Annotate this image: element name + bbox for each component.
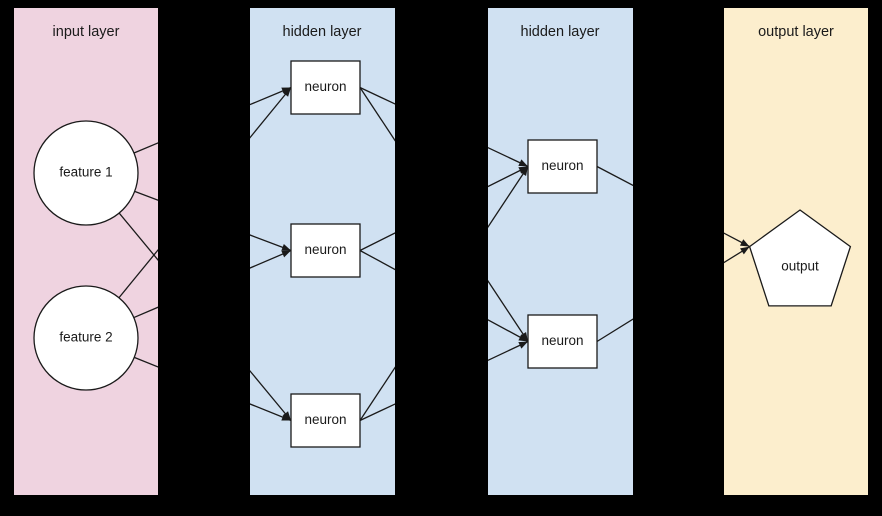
edge-segment bbox=[724, 232, 750, 248]
layer-nodes: feature 1 feature 2 neuron neuron neuron neur… bbox=[33, 60, 852, 448]
arrow-head-icon bbox=[281, 413, 291, 421]
edge-segment bbox=[596, 165, 633, 187]
layer-titles: input layer hidden layer hidden layer outpu… bbox=[53, 24, 835, 40]
node-shape-feature-2[interactable] bbox=[33, 285, 139, 391]
arrow-head-icon bbox=[281, 250, 291, 258]
node-label-h1-neuron-3: neuron bbox=[304, 412, 346, 427]
edge-segment bbox=[250, 369, 292, 421]
arrow-head-icon bbox=[282, 411, 291, 421]
edge-segment bbox=[724, 246, 750, 264]
edge-segment bbox=[359, 403, 395, 422]
edge-segment bbox=[359, 366, 395, 421]
node-label-h1-neuron-1: neuron bbox=[304, 79, 346, 94]
node-shape-h1-neuron-2[interactable] bbox=[290, 223, 361, 278]
node-label-h2-neuron-1: neuron bbox=[541, 158, 583, 173]
arrow-head-icon bbox=[739, 239, 750, 247]
node-shape-h1-neuron-1[interactable] bbox=[290, 60, 361, 115]
node-label-feature-1: feature 1 bbox=[59, 165, 112, 180]
node-label-output-node: output bbox=[781, 259, 819, 274]
edge-segment bbox=[250, 403, 292, 422]
connection-edges bbox=[118, 86, 750, 422]
arrow-head-icon bbox=[281, 243, 291, 251]
layer-title-input: input layer bbox=[53, 24, 120, 40]
edge-segment bbox=[250, 249, 292, 269]
node-label-feature-2: feature 2 bbox=[59, 330, 112, 345]
arrow-head-icon bbox=[740, 246, 750, 255]
arrow-head-icon bbox=[518, 341, 528, 349]
node-shape-h2-neuron-2[interactable] bbox=[527, 314, 598, 369]
layer-panels bbox=[14, 8, 868, 495]
node-shape-output-node[interactable] bbox=[748, 209, 852, 307]
arrow-head-icon bbox=[518, 159, 528, 167]
edge-segment bbox=[359, 86, 395, 105]
node-label-h1-neuron-2: neuron bbox=[304, 242, 346, 257]
node-shape-h2-neuron-1[interactable] bbox=[527, 139, 598, 194]
arrow-head-icon bbox=[520, 166, 528, 176]
edge-segment bbox=[250, 87, 292, 139]
layer-title-hidden-2: hidden layer bbox=[521, 24, 600, 40]
layer-title-hidden-1: hidden layer bbox=[283, 24, 362, 40]
edge-segment bbox=[488, 340, 529, 362]
node-label-h2-neuron-2: neuron bbox=[541, 333, 583, 348]
edge-segment bbox=[488, 319, 529, 343]
edge-segment bbox=[359, 87, 395, 142]
edge-segment bbox=[488, 146, 529, 168]
node-shape-h1-neuron-3[interactable] bbox=[290, 393, 361, 448]
edge-segment bbox=[118, 248, 158, 299]
arrow-head-icon bbox=[518, 334, 528, 342]
layer-title-output: output layer bbox=[758, 24, 834, 40]
edge-segment bbox=[250, 234, 292, 252]
edge-segment bbox=[359, 249, 395, 271]
edge-segment bbox=[596, 318, 633, 343]
layer-panel-input bbox=[14, 8, 158, 495]
edge-segment bbox=[359, 232, 395, 252]
arrow-head-icon bbox=[282, 87, 291, 97]
edge-segment bbox=[488, 166, 529, 229]
layer-panel-hidden-2 bbox=[488, 8, 633, 495]
node-shape-feature-1[interactable] bbox=[33, 120, 139, 226]
edge-segment bbox=[118, 212, 158, 261]
